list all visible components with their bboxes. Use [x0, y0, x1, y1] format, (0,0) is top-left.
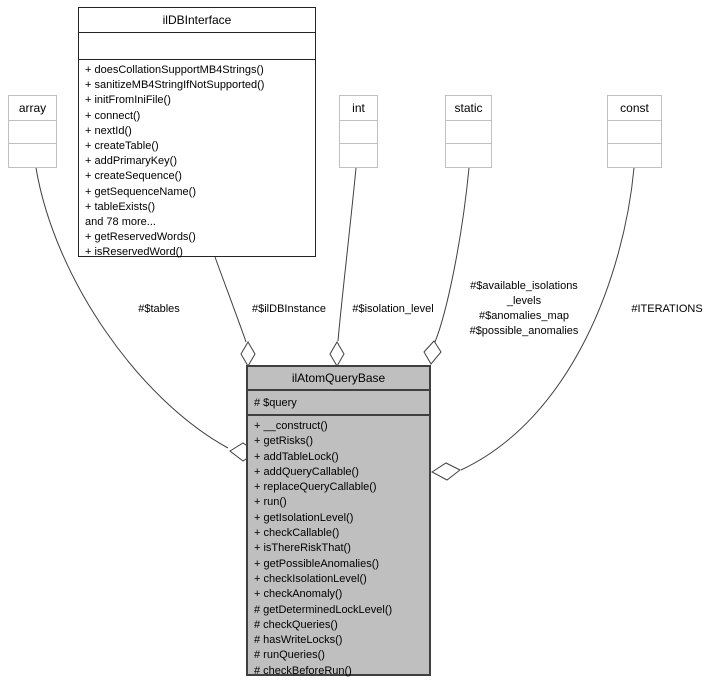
method-line: + replaceQueryCallable(): [254, 481, 377, 494]
method-line: + sanitizeMB4StringIfNotSupported(): [85, 79, 265, 92]
methods-compartment: + __construct() + getRisks() + addTableL…: [248, 416, 429, 679]
edge-label-ildbinstance: #$ilDBInstance: [252, 303, 326, 315]
edge-int-to-main: [337, 167, 357, 342]
method-line: + createTable(): [85, 140, 159, 153]
method-line: + getRisks(): [254, 435, 313, 448]
edge-label-line: _levels: [506, 295, 542, 307]
attribute-line: # $query: [254, 396, 297, 409]
method-line: # getDeterminedLockLevel(): [254, 603, 393, 616]
methods-compartment: + doesCollationSupportMB4Strings() + san…: [79, 60, 315, 261]
methods-compartment-empty: [340, 144, 377, 167]
method-line: + tableExists(): [85, 200, 155, 213]
type-box-static: static: [445, 95, 492, 168]
method-line: + addQueryCallable(): [254, 465, 359, 478]
type-title: const: [608, 96, 661, 121]
method-line: + checkCallable(): [254, 527, 340, 540]
class-box-ildbinterface[interactable]: ilDBInterface + doesCollationSupportMB4S…: [78, 7, 316, 258]
edge-label-line: #$anomalies_map: [479, 310, 569, 322]
method-line: # checkBeforeRun(): [254, 664, 352, 677]
edge-label-line: #$available_isolations: [470, 280, 578, 292]
edge-label-line: #$possible_anomalies: [469, 325, 579, 337]
method-line: + addTableLock(): [254, 450, 339, 463]
method-line: + initFromIniFile(): [85, 94, 171, 107]
attributes-compartment-empty: [340, 121, 377, 144]
method-line: + getSequenceName(): [85, 185, 196, 198]
method-line: + checkAnomaly(): [254, 588, 343, 601]
type-title: int: [340, 96, 377, 121]
aggregation-diamond-static: [423, 340, 442, 365]
method-line: + run(): [254, 496, 287, 509]
method-line: # runQueries(): [254, 649, 325, 662]
attributes-compartment-empty: [446, 121, 491, 144]
method-line: # hasWriteLocks(): [254, 634, 343, 647]
type-box-array: array: [8, 95, 57, 168]
type-box-const: const: [607, 95, 662, 168]
attributes-compartment-empty: [608, 121, 661, 144]
methods-compartment-empty: [9, 144, 56, 167]
edge-array-to-main: [35, 167, 229, 449]
edge-label-iterations: #ITERATIONS: [631, 303, 703, 315]
method-line: + addPrimaryKey(): [85, 155, 178, 168]
method-line-more: and 78 more...: [85, 216, 156, 229]
aggregation-diamond-const: [431, 462, 461, 481]
edge-label-isolation-level: #$isolation_level: [352, 303, 434, 315]
methods-compartment-empty: [446, 144, 491, 167]
type-title: static: [446, 96, 491, 121]
method-line: + createSequence(): [85, 170, 182, 183]
method-line: + checkIsolationLevel(): [254, 572, 367, 585]
method-line: + getPossibleAnomalies(): [254, 557, 380, 570]
type-title: array: [9, 96, 56, 121]
attributes-compartment-empty: [79, 33, 315, 60]
class-box-ilatomquerybase: ilAtomQueryBase # $query + __construct()…: [246, 365, 431, 679]
aggregation-diamond-int: [329, 341, 345, 367]
method-line: + doesCollationSupportMB4Strings(): [85, 64, 264, 76]
type-box-int: int: [339, 95, 378, 168]
edge-label-available-isolations: #$available_isolations _levels #$anomali…: [470, 279, 579, 339]
method-line: + nextId(): [85, 124, 132, 137]
method-line: + isReservedWord(): [85, 246, 183, 259]
method-line: + connect(): [85, 109, 141, 122]
aggregation-diamond-ildbinterface: [240, 341, 256, 367]
edge-label-tables: #$tables: [138, 303, 180, 315]
method-line: + __construct(): [254, 420, 328, 432]
edge-ildbinterface-to-main: [214, 256, 247, 343]
methods-compartment-empty: [608, 144, 661, 167]
method-line: + isThereRiskThat(): [254, 542, 351, 555]
class-title: ilAtomQueryBase: [248, 367, 429, 391]
method-line: + getReservedWords(): [85, 231, 196, 244]
attributes-compartment-empty: [9, 121, 56, 144]
method-line: # checkQueries(): [254, 618, 338, 631]
edge-const-to-main: [460, 167, 635, 471]
edge-static-to-main: [434, 167, 470, 343]
attributes-compartment: # $query: [248, 391, 429, 416]
method-line: + getIsolationLevel(): [254, 511, 354, 524]
class-title: ilDBInterface: [79, 8, 315, 33]
